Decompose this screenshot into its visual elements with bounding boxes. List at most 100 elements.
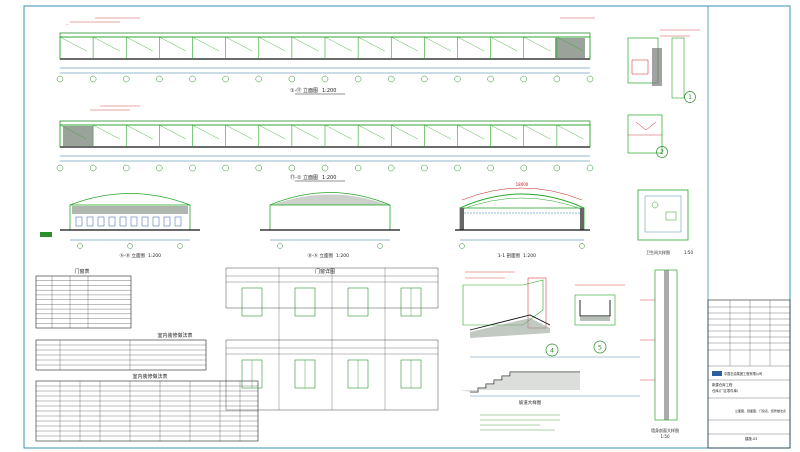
axis-bubble: [156, 164, 163, 172]
brace-line: [523, 36, 551, 52]
front-elevation-scale: 1:200: [322, 88, 336, 94]
front-elevation: ①-⑰ 立面图 1:200 —: [56, 17, 595, 95]
brace-line: [490, 124, 518, 140]
axis-bubble: [520, 75, 527, 83]
back-elevation-roof-band: [59, 120, 591, 126]
section-scale: 1:200: [523, 253, 536, 259]
detail-plan-scale: 1:50: [684, 250, 693, 255]
axis-bubble: [156, 75, 163, 83]
brace-line: [126, 36, 153, 52]
axis-bubble: [288, 75, 296, 83]
side-elevation-1-scale: 1:200: [148, 253, 161, 259]
axis-bubble: [553, 75, 561, 83]
title-block-company: 中国石油集团工程有限公司: [724, 371, 762, 376]
brace-line: [324, 124, 352, 140]
detail-2-number: 2: [660, 149, 664, 156]
window: [86, 216, 94, 227]
door-elevation: [294, 287, 316, 317]
brace-line: [258, 36, 286, 52]
axis-bubble: [123, 164, 130, 172]
door-elevation: [241, 287, 263, 317]
axis-bubble: [189, 164, 196, 172]
brace-line: [126, 124, 153, 140]
axis-bubble: [454, 164, 461, 172]
window: [75, 216, 83, 227]
window: [119, 216, 127, 227]
brace-line: [457, 124, 485, 140]
wall-section-scale: 1:50: [661, 434, 670, 439]
window: [152, 216, 160, 227]
section-span-label: 18000: [516, 182, 529, 187]
brace-line: [490, 36, 518, 52]
door-window-table: 门窗表: [35, 268, 132, 329]
brace-line: [258, 124, 286, 140]
detail-5: 5: [574, 284, 625, 354]
brace-line: [358, 36, 385, 52]
axis-bubble: [123, 75, 130, 83]
brace-line: [523, 124, 551, 140]
axis-bubble: [321, 164, 329, 172]
brace-line: [59, 36, 87, 52]
back-elevation-gate: [63, 126, 93, 146]
detail-plan-caption: 卫生间大样图: [646, 249, 670, 255]
brace-line: [324, 36, 352, 52]
brace-line: [93, 124, 120, 140]
side-elevation-2-caption: Ⓑ-Ⓐ 立面图: [307, 252, 333, 259]
back-elevation-caption: ⑰-① 立面图: [290, 174, 318, 181]
window: [130, 216, 138, 227]
front-elevation-gate: [555, 38, 585, 58]
window: [108, 216, 116, 227]
brace-line: [457, 36, 485, 52]
wall-section-caption: 墙身剖面大样图: [651, 427, 679, 433]
axis-bubble: [487, 75, 494, 83]
brace-line: [556, 124, 584, 140]
axis-bubble: [56, 164, 64, 172]
axis-bubble: [354, 164, 362, 172]
axis-bubble: [553, 164, 561, 172]
sheet-border: [23, 5, 791, 449]
wall-section-detail: 4: [462, 271, 559, 357]
axis-bubble: [487, 164, 494, 172]
svg-text:—: —: [66, 22, 69, 26]
brace-line: [556, 36, 584, 52]
door-detail-title: 门窗详图: [315, 268, 335, 275]
side-elevation-2-scale: 1:200: [336, 253, 349, 259]
detail-plan: 卫生间大样图 1:50: [637, 189, 693, 255]
brace-line: [424, 124, 451, 140]
brace-line: [291, 36, 319, 52]
section-1-1: 18000 1-1 剖面图 1:200: [455, 182, 590, 259]
title-block: 中国石油集团工程有限公司 新建仓库工程 仓库(厂区零件库) 立面图、剖面图、门窗…: [707, 299, 791, 449]
axis-bubble: [354, 75, 362, 83]
door-detail-panel: 门窗详图: [225, 267, 439, 411]
brace-line: [225, 124, 253, 140]
detail-1: 1: [627, 29, 700, 103]
window: [163, 216, 171, 227]
stair-detail: 坡道大样图: [460, 356, 640, 431]
axis-bubble: [89, 164, 97, 172]
brace-line: [291, 124, 319, 140]
axis-bubble: [288, 164, 296, 172]
back-elevation: ⑰-① 立面图 1:200: [56, 105, 594, 182]
side-elevation-2: Ⓑ-Ⓐ 立面图 1:200: [260, 192, 400, 259]
axis-bubble: [321, 75, 329, 83]
axis-bubble: [222, 75, 229, 83]
axis-bubble: [520, 164, 527, 172]
axis-bubble: [586, 75, 594, 83]
brace-line: [391, 124, 418, 140]
axis-bubble: [421, 75, 428, 83]
front-elevation-caption: ①-⑰ 立面图: [290, 87, 318, 94]
detail-4-number: 4: [550, 347, 554, 355]
indoor-finish-table-1-title: 室内装修做法表: [157, 332, 192, 339]
indoor-finish-table-1: 室内装修做法表: [35, 332, 207, 371]
brace-line: [159, 124, 186, 140]
side-elevation-1-caption: Ⓐ-Ⓑ 立面图: [119, 252, 145, 259]
axis-bubble: [89, 75, 97, 83]
detail-1-number: 1: [688, 94, 692, 101]
axis-bubble: [388, 75, 395, 83]
title-block-drawing-name: 立面图、剖面图、门窗表、装修做法表: [735, 408, 786, 413]
side-elevation-1: Ⓐ-Ⓑ 立面图 1:200: [40, 193, 200, 259]
brace-line: [159, 36, 186, 52]
axis-bubble: [255, 75, 262, 83]
door-window-table-title: 门窗表: [74, 268, 89, 275]
